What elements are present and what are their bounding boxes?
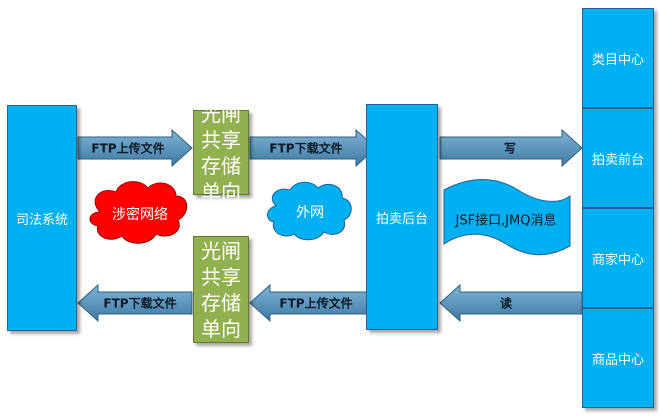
arrow-label-write: 写 xyxy=(503,141,517,156)
judicial-system-box: 司法系统 xyxy=(7,105,77,331)
cloud-secret-label: 涉密网络 xyxy=(112,207,168,223)
auction-backend-label: 拍卖后台 xyxy=(375,211,428,227)
right-item-label: 类目中心 xyxy=(591,52,644,68)
right-item-merchant-center: 商家中心 xyxy=(582,208,654,308)
gate-top-line-2: 共享 xyxy=(201,127,241,152)
judicial-system-label: 司法系统 xyxy=(15,212,68,228)
gate-top-line-3: 存储 xyxy=(201,153,241,178)
arrow-ftp-upload-bottom xyxy=(249,283,377,323)
auction-backend-box: 拍卖后台 xyxy=(366,104,438,330)
arrow-label-ftp-upload-bottom: FTP上传文件 xyxy=(279,296,353,311)
gate-bottom-line-4: 单向 xyxy=(201,316,241,341)
banner-label: JSF接口,JMQ消息 xyxy=(455,213,557,229)
gate-top-box: 光闸 共享 存储 单向 xyxy=(193,102,249,204)
gate-bottom-line-3: 存储 xyxy=(201,290,241,315)
arrow-ftp-upload-top xyxy=(77,128,193,168)
arrow-write xyxy=(439,128,583,168)
arrow-ftp-download-bottom xyxy=(77,283,193,323)
arrow-read xyxy=(439,283,583,323)
gate-top-line-1: 光闸 xyxy=(201,101,241,126)
cloud-external-label: 外网 xyxy=(296,205,324,221)
right-item-auction-front: 拍卖前台 xyxy=(582,108,654,208)
gate-bottom-line-1: 光闸 xyxy=(201,238,241,263)
gate-bottom-box: 光闸 共享 存储 单向 xyxy=(193,236,249,343)
arrow-label-ftp-download-bottom: FTP下载文件 xyxy=(103,296,177,311)
right-item-label: 商家中心 xyxy=(591,252,644,268)
right-item-label: 商品中心 xyxy=(591,352,644,368)
arrow-label-read: 读 xyxy=(499,296,513,311)
right-item-category-center: 类目中心 xyxy=(582,8,654,108)
right-item-product-center: 商品中心 xyxy=(582,308,654,408)
banner-shape xyxy=(443,179,571,256)
cloud-secret-shape xyxy=(89,181,188,244)
arrow-label-ftp-upload-top: FTP上传文件 xyxy=(91,141,165,156)
gate-bottom-line-2: 共享 xyxy=(201,264,241,289)
gate-top-line-4: 单向 xyxy=(201,179,241,204)
right-item-label: 拍卖前台 xyxy=(591,152,644,168)
arrow-label-ftp-download-top: FTP下载文件 xyxy=(269,141,343,156)
cloud-external-shape xyxy=(267,181,352,241)
